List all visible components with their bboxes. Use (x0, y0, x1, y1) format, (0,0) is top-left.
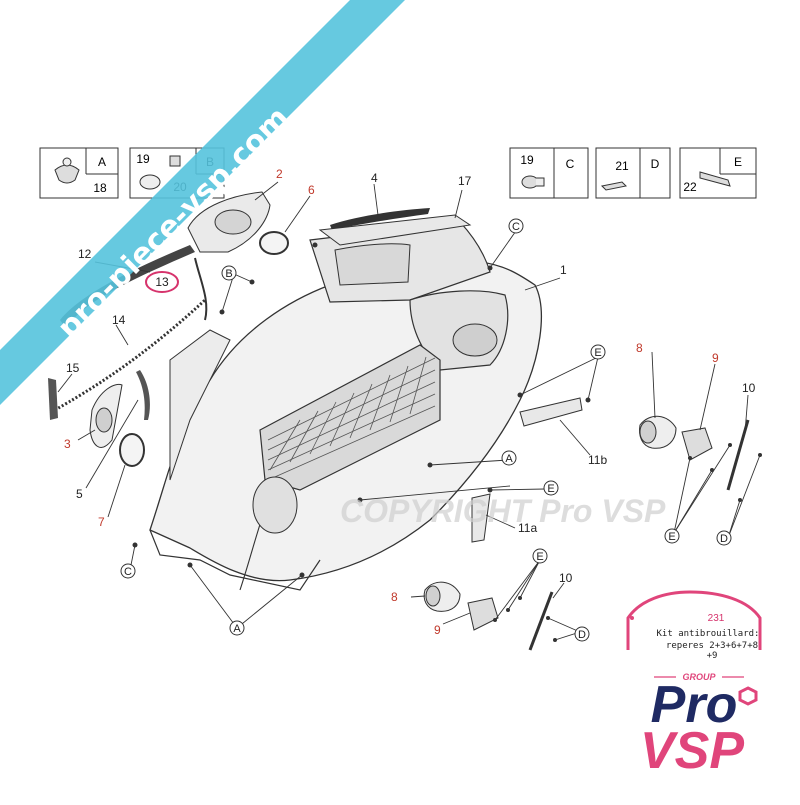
fastener-tags: B C C E E E E A A D D (120, 218, 732, 642)
callout-3: 3 (64, 437, 71, 451)
part-13-seal (194, 257, 208, 321)
legend-part: 22 (683, 180, 697, 194)
screw-washer-icon (139, 155, 181, 190)
callout-11a: 11a (518, 521, 537, 535)
part-9-mount-right (681, 427, 713, 461)
logo-word-vsp: VSP (640, 722, 744, 780)
pro-vsp-logo: 231 Kit antibrouillard: reperes 2+3+6+7+… (626, 590, 762, 780)
push-rivet-icon (521, 175, 545, 189)
tag-e: E (594, 347, 601, 359)
grille-rib (389, 365, 409, 423)
grille-rib (369, 374, 391, 431)
callout-12: 12 (78, 247, 92, 261)
part-11b-bracket (519, 397, 583, 427)
logo-group-label: GROUP (682, 672, 716, 682)
legend-box-a: A 18 (39, 147, 119, 199)
part-7-fog-ring (119, 433, 145, 467)
legend-letter: D (651, 157, 660, 171)
part-2-fog-bezel (187, 191, 271, 253)
tag-d: D (720, 533, 728, 545)
part-8-fog-lamp-right (639, 415, 677, 449)
grille-rib (349, 383, 373, 439)
part-11a-bracket (471, 493, 491, 543)
callout-2: 2 (276, 167, 283, 181)
legend-part: 19 (520, 153, 534, 167)
blind-rivet-icon (699, 171, 731, 187)
tag-e: E (536, 551, 543, 563)
tag-a: A (233, 623, 241, 635)
tag-e: E (547, 483, 554, 495)
car-outline-icon (626, 590, 762, 650)
part-9-mount-lower (467, 597, 499, 631)
callout-15: 15 (66, 361, 80, 375)
rivet-icon (600, 181, 628, 191)
part-15-bracket (48, 378, 58, 420)
grille-rib (289, 410, 319, 463)
legend-box-c: C 19 (509, 147, 589, 199)
tag-d: D (578, 629, 586, 641)
grille-rib (309, 401, 337, 455)
tag-e: E (668, 531, 675, 543)
grille-rib (267, 357, 436, 441)
callout-11b: 11b (588, 453, 607, 467)
tag-c: C (512, 221, 520, 233)
part-5-blade (136, 370, 150, 420)
lower-grille (259, 344, 441, 491)
legend-box-e: E 22 (679, 147, 757, 199)
tag-c: C (124, 566, 132, 578)
callout-8-lower: 8 (391, 590, 398, 604)
grille-rib (267, 393, 436, 471)
callout-9-right: 9 (712, 351, 719, 365)
logo-word-pro: Pro (651, 676, 738, 734)
grille-rib (267, 369, 436, 451)
legend-letter: E (734, 155, 742, 169)
part-8-fog-lamp-lower (423, 581, 461, 612)
grille-rib (269, 419, 301, 471)
kit-note-line1: Kit antibrouillard: (657, 629, 760, 639)
legend-part: 21 (615, 159, 629, 173)
callout-1: 1 (560, 263, 567, 277)
kit-note-line2: reperes 2+3+6+7+8 (666, 641, 758, 651)
grille-rib (267, 381, 436, 461)
fastener-dots (132, 242, 762, 642)
legend-part: 18 (93, 181, 107, 195)
callout-14: 14 (112, 313, 126, 327)
callout-7: 7 (98, 515, 105, 529)
callout-numbers: 1 2 3 4 5 6 7 8 8 9 9 10 10 11a 11b 12 1… (64, 167, 756, 637)
legend-letter: C (566, 157, 575, 171)
logo-badge-number: 231 (708, 613, 725, 624)
part-4-trim-strip (330, 208, 430, 230)
legend-part: 19 (136, 152, 150, 166)
callout-17: 17 (458, 174, 472, 188)
callout-6: 6 (308, 183, 315, 197)
copyright-watermark: COPYRIGHT Pro VSP (340, 493, 666, 529)
grille-rib (267, 405, 436, 481)
legend-letter: A (98, 155, 106, 169)
leader-lines (57, 181, 761, 641)
clip-icon (54, 157, 80, 184)
legend-box-d: D 21 (595, 147, 671, 199)
callout-5: 5 (76, 487, 83, 501)
callout-9-lower: 9 (434, 623, 441, 637)
part-3-fog-cover (89, 383, 123, 448)
part-17-upper-edge (318, 214, 472, 246)
part-12-chrome-strip (60, 245, 195, 328)
callout-8-right: 8 (636, 341, 643, 355)
part-6-fog-ring (259, 231, 289, 255)
tag-b: B (225, 268, 232, 280)
callout-10-right: 10 (742, 381, 756, 395)
callout-13: 13 (155, 275, 169, 289)
kit-note-line3: +9 (707, 651, 718, 661)
grille-rib (329, 392, 355, 447)
callout-13-highlight: 13 (145, 271, 179, 293)
tag-a: A (505, 453, 513, 465)
part-10-rod-lower (528, 591, 554, 651)
part-14-lip-strip (54, 298, 207, 412)
callout-4: 4 (371, 171, 378, 185)
hex-nut-icon (738, 686, 758, 706)
callout-10-lower: 10 (559, 571, 573, 585)
bumper-shell (149, 221, 542, 591)
